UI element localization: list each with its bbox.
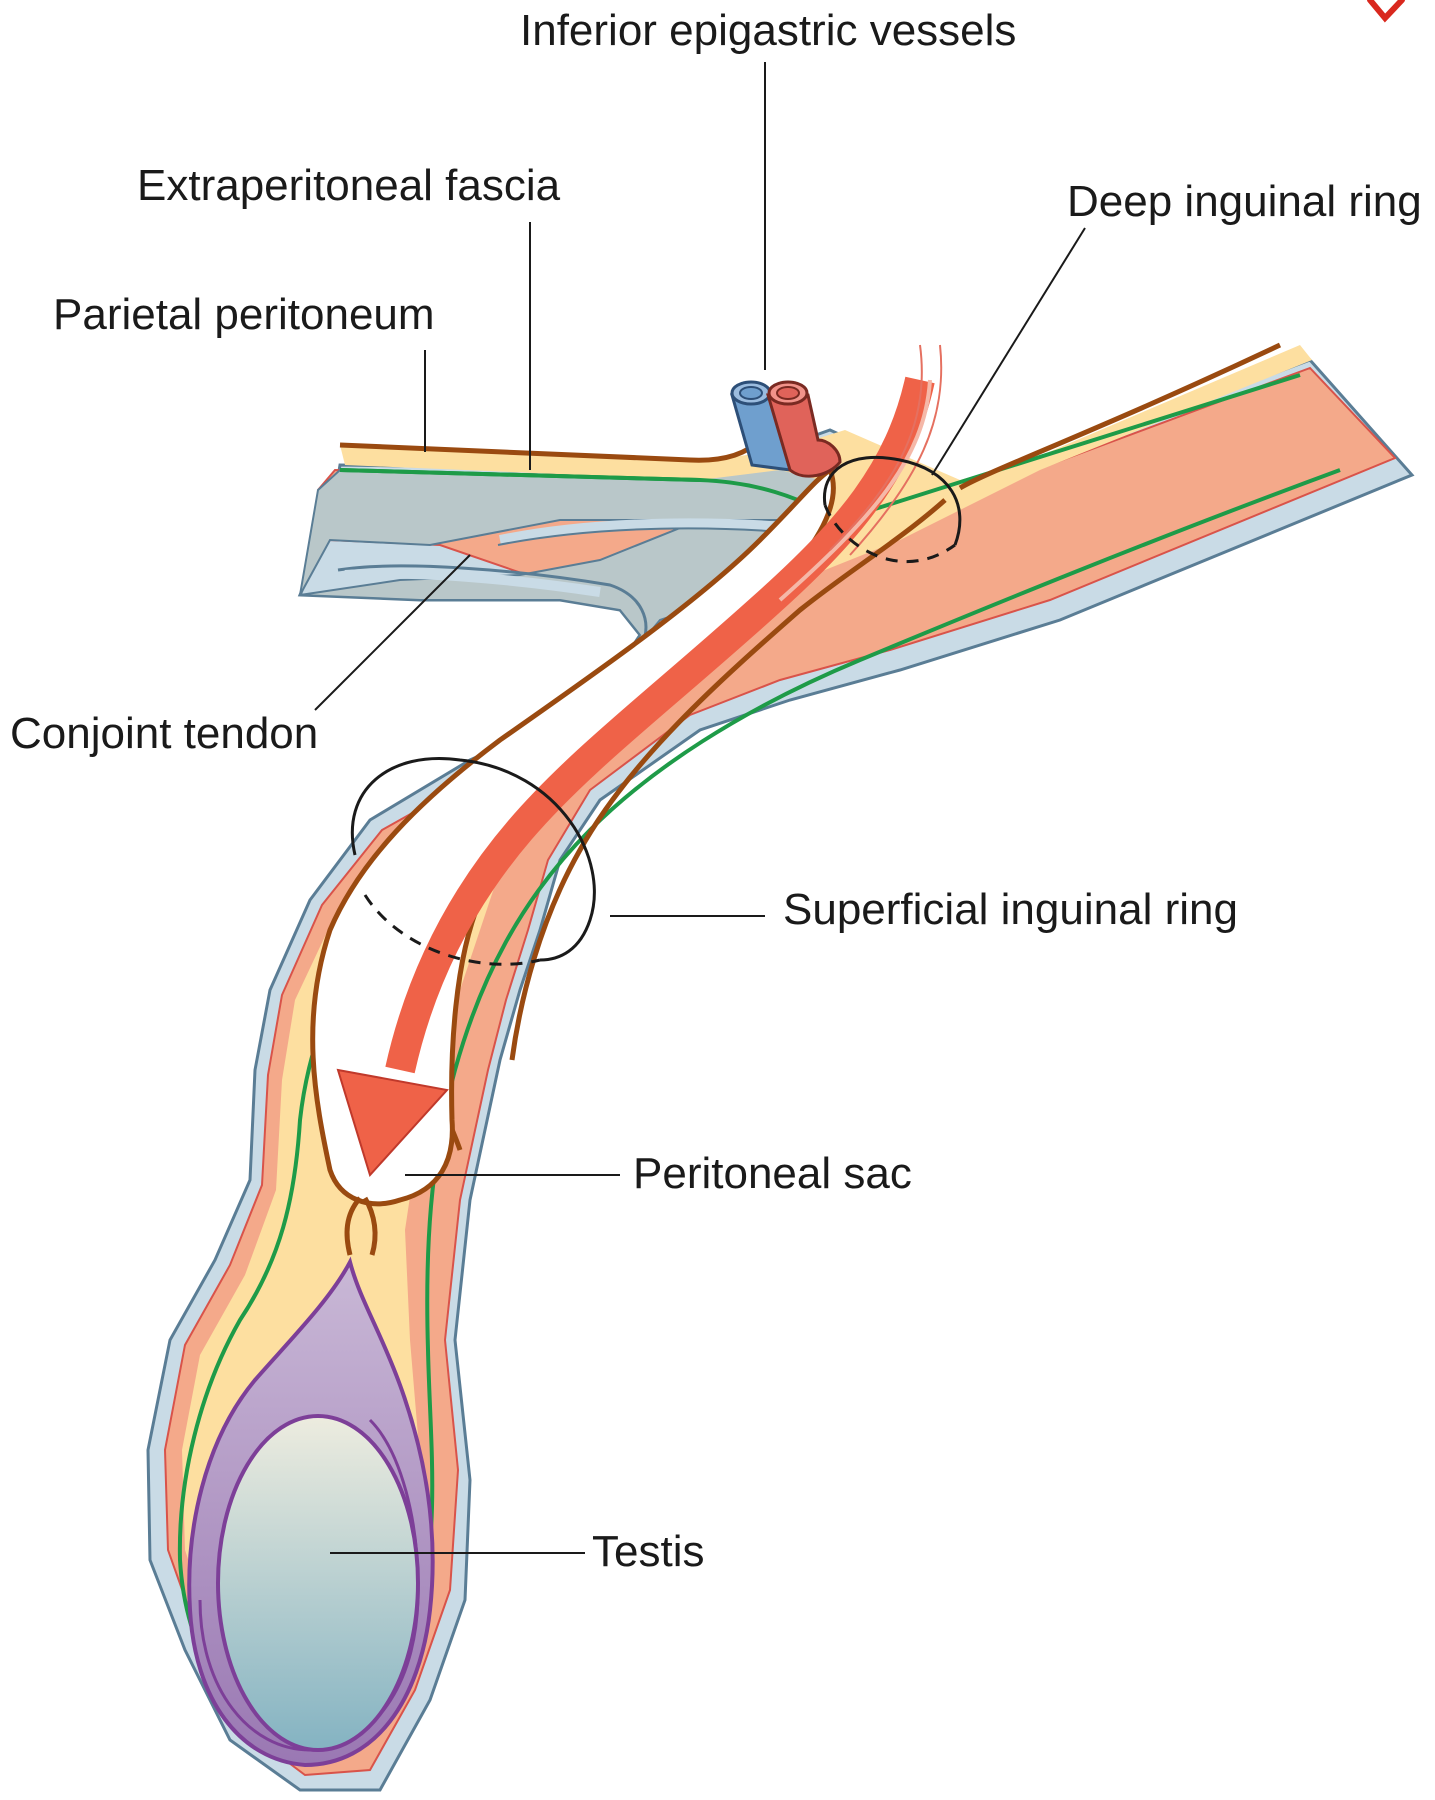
label-testis: Testis (592, 1527, 704, 1576)
label-superficial-inguinal-ring: Superficial inguinal ring (783, 885, 1238, 934)
publisher-logo-mark (1370, 0, 1402, 18)
label-peritoneal-sac: Peritoneal sac (633, 1149, 912, 1198)
leader-deep-ring (932, 228, 1085, 475)
label-extraperitoneal-fascia: Extraperitoneal fascia (137, 161, 561, 210)
label-parietal-peritoneum: Parietal peritoneum (53, 290, 435, 339)
label-deep-inguinal-ring: Deep inguinal ring (1067, 177, 1422, 226)
label-conjoint-tendon: Conjoint tendon (10, 709, 318, 758)
label-inferior-epigastric-vessels: Inferior epigastric vessels (520, 6, 1016, 55)
